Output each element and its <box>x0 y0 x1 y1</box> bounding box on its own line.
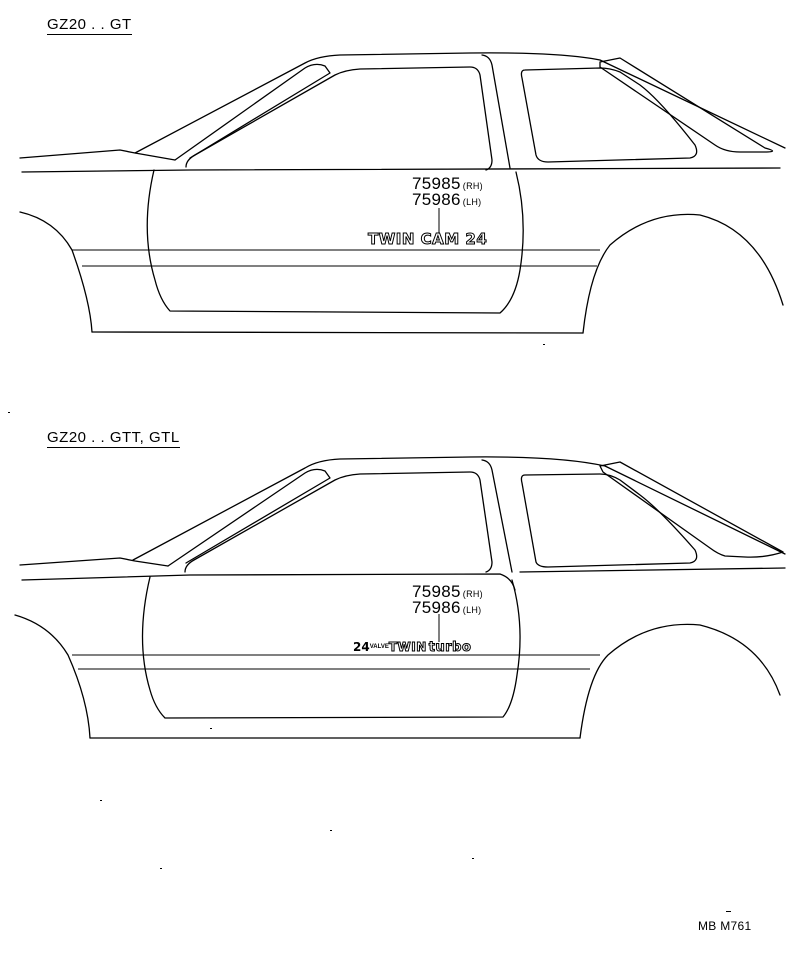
scan-speck <box>8 412 10 413</box>
part-side-label: (RH) <box>462 181 483 191</box>
emblem-twin-cam-24: TWIN CAM 24 <box>367 230 488 249</box>
emblem-valve: VALVE <box>369 643 389 650</box>
part-number-lh: 75986(LH) <box>412 191 481 211</box>
car-side-view-gt <box>19 52 786 334</box>
part-number-value: 75986 <box>412 190 461 209</box>
part-number-value: 75985 <box>412 174 461 193</box>
part-side-label: (RH) <box>462 589 483 599</box>
part-number-value: 75985 <box>412 582 461 601</box>
part-number-lh: 75986(LH) <box>412 599 481 619</box>
part-number-rh: 75985(RH) <box>412 175 483 195</box>
scan-speck <box>210 728 212 729</box>
scan-speck <box>100 800 102 801</box>
scan-speck <box>330 830 332 831</box>
car-side-view-gtt-gtl <box>14 456 786 739</box>
emblem-text: TWIN CAM 24 <box>367 230 488 249</box>
part-side-label: (LH) <box>462 197 482 207</box>
part-number-rh: 75985(RH) <box>412 583 483 603</box>
emblem-prefix: 24 <box>353 640 370 654</box>
emblem-twin: TWIN <box>388 640 427 655</box>
scan-speck <box>543 344 545 345</box>
reference-code: MB M761 <box>698 919 752 933</box>
part-number-value: 75986 <box>412 598 461 617</box>
section-label-gt: GZ20 . . GT <box>47 16 132 35</box>
scan-speck <box>160 868 162 869</box>
section-label-gtt-gtl: GZ20 . . GTT, GTL <box>47 429 180 448</box>
part-side-label: (LH) <box>462 605 482 615</box>
emblem-turbo: turbo <box>428 640 472 656</box>
scan-speck <box>472 858 474 859</box>
scan-speck <box>726 911 731 912</box>
